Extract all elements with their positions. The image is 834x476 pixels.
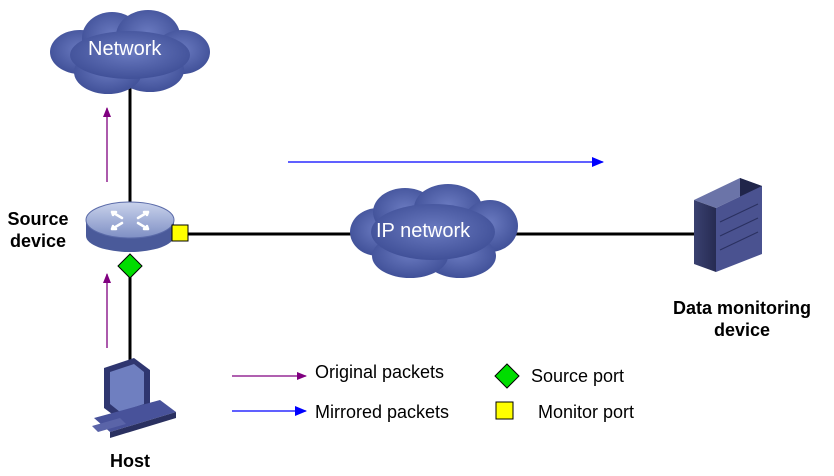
source-port-marker xyxy=(117,253,143,279)
source-device-label-line1: Source xyxy=(7,209,69,229)
data-monitoring-server-icon xyxy=(694,178,762,272)
network-cloud xyxy=(50,10,210,94)
ip-network-cloud-label: IP network xyxy=(376,220,471,242)
legend-source-port-marker xyxy=(494,363,520,389)
source-device-label: Source device xyxy=(2,208,74,252)
legend-monitor-port-label: Monitor port xyxy=(538,402,635,422)
data-monitoring-device-label-line1: Data monitoring xyxy=(673,298,811,318)
legend-source-port-label: Source port xyxy=(531,366,625,386)
data-monitoring-device-label-line2: device xyxy=(713,320,771,340)
host-label: Host xyxy=(110,451,150,471)
network-cloud-label: Network xyxy=(88,38,162,60)
source-device-label-line2: device xyxy=(9,231,67,251)
source-device-switch-icon xyxy=(85,201,175,252)
ip-network-cloud xyxy=(350,184,518,278)
legend-monitor-port-marker xyxy=(495,401,514,420)
data-monitoring-device-label: Data monitoring device xyxy=(654,297,830,341)
legend-original-label: Original packets xyxy=(315,362,445,382)
host-computer-icon xyxy=(92,358,176,438)
legend-mirrored-label: Mirrored packets xyxy=(315,402,450,422)
monitor-port-marker xyxy=(171,224,189,242)
